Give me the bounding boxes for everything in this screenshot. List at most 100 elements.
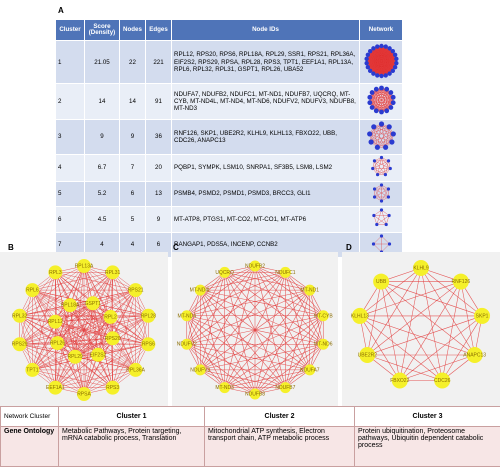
network-edge [19, 315, 58, 344]
network-node-label: RPS29 [12, 342, 28, 348]
network-edge [441, 281, 462, 381]
network-edge [285, 315, 324, 388]
mini-network-node [394, 60, 399, 66]
network-edge [186, 289, 310, 317]
mini-network-edge [381, 88, 392, 108]
network-node [279, 266, 291, 278]
mini-network-node [364, 60, 369, 66]
network-edge [200, 290, 225, 388]
network-edge [110, 316, 149, 345]
mini-network-edge [366, 58, 378, 76]
panel-label-b: B [8, 243, 14, 252]
header-network: Network [359, 19, 403, 41]
network-node-label: NDUFV3 [190, 367, 210, 373]
mini-network-node [367, 131, 373, 137]
mini-network-node [392, 52, 398, 57]
mini-network-node [372, 195, 377, 199]
mini-network-edge [373, 235, 382, 244]
cell-score: 6.7 [84, 154, 120, 182]
network-edge [200, 289, 286, 388]
mini-network-node [364, 56, 369, 62]
network-edge [19, 315, 113, 388]
network-node-label: NDUFB2 [245, 264, 265, 270]
mini-network-node [390, 68, 396, 74]
mini-network-edge [376, 97, 394, 112]
cell-cluster: 2 [55, 83, 85, 120]
network-node [105, 380, 120, 395]
network-edge [32, 356, 76, 371]
cell-network [359, 83, 403, 120]
cell-node-ids: NDUFA7, NDUFB2, NDUFC1, MT-ND1, NDUFB7, … [171, 83, 360, 120]
mini-network-node [394, 56, 399, 62]
network-node-label: RPL32 [12, 313, 28, 319]
mini-network-node [379, 183, 384, 187]
mini-network-edge [377, 46, 382, 77]
mini-network-node [369, 90, 375, 96]
mini-network-edge [369, 133, 392, 143]
mini-network-edge [373, 243, 382, 252]
network-edge [399, 267, 422, 381]
network-node-label: RPL18A [61, 303, 80, 309]
network-node [434, 372, 451, 389]
mini-network-node [389, 139, 395, 145]
network-edge [19, 315, 113, 339]
go-cluster2: Mitochondrial ATP synthesis, Electron tr… [204, 426, 355, 467]
network-edge [224, 272, 310, 371]
network-node [105, 331, 120, 346]
mini-network-node [387, 46, 392, 51]
network-edge [55, 272, 113, 339]
network-edge [186, 343, 286, 388]
mini-network-edge [370, 51, 382, 77]
mini-network-node [388, 167, 392, 171]
cell-score: 14 [84, 83, 120, 120]
network-edge [441, 315, 483, 381]
network-node [317, 338, 329, 350]
network-edge [200, 289, 324, 345]
mini-network-edge [367, 46, 378, 68]
network-edge [19, 316, 111, 345]
cell-node-ids: PQBP1, SYMPK, LSM10, SNRPA1, SF3B5, LSM8… [171, 154, 360, 182]
network-edge [200, 272, 286, 291]
network-edge [32, 272, 113, 291]
network-node-label: GSPT1 [85, 301, 102, 307]
mini-network-edge [374, 188, 389, 197]
network-edge [75, 356, 136, 371]
mini-network-node [386, 124, 392, 130]
network-node-label: MT-ND4L [190, 288, 212, 294]
network-edge [186, 272, 225, 345]
cell-network [359, 181, 403, 208]
network-edge [112, 272, 149, 345]
network-edge [367, 267, 422, 356]
network-edge [200, 289, 324, 317]
mini-network-node [375, 73, 380, 78]
network-node [85, 296, 100, 311]
mini-network-edge [376, 215, 390, 225]
table-row: 4 6.7 7 20 PQBP1, SYMPK, LSM10, SNRPA1, … [55, 154, 403, 182]
mini-network [371, 156, 392, 177]
network-graph-cluster2: NDUFB2NDUFC1MT-ND1MT-CYBMT-ND6NDUFA7NDUF… [177, 260, 333, 400]
mini-network-edge [373, 46, 378, 74]
network-edge [359, 281, 461, 317]
network-edge [420, 267, 475, 356]
network-edge [55, 272, 99, 355]
network-edge [19, 272, 56, 345]
network-node-label: KLHL13 [351, 313, 369, 319]
mini-network-edge [367, 54, 378, 76]
network-edge [186, 344, 256, 395]
mini-network-node [375, 173, 380, 177]
table-row: 1 21.05 22 221 RPL12, RPS20, RPS6, RPL18… [55, 40, 403, 85]
network-node-label: FBXO22 [390, 378, 409, 384]
network-node-label: RPL26 [50, 341, 66, 347]
network-node [77, 387, 91, 401]
mini-network-node [372, 214, 376, 218]
network-node-label: EIF2S2 [90, 352, 107, 358]
network-edge [186, 315, 256, 395]
cell-score: 9 [84, 119, 120, 156]
mini-network-node [390, 131, 396, 137]
mini-network-edge [369, 48, 374, 71]
mini-network-edge [372, 92, 394, 104]
header-node-ids: Node IDs [171, 19, 360, 41]
mini-network-edge [377, 123, 382, 148]
cell-edges: 36 [145, 119, 172, 156]
network-node-label: NDUFA7 [300, 367, 320, 373]
